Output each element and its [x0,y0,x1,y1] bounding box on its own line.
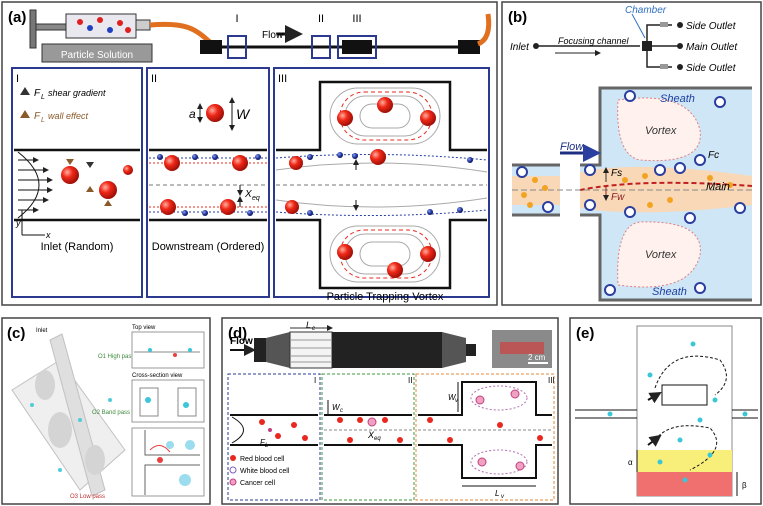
legend-ctc: Cancer cell [240,480,275,487]
panel-c: (c) Inlet O1 High pass O2 Band pass O3 L… [1,317,211,505]
panel-b: (b) Chamber Inlet Focusing channel Side … [501,1,762,306]
dim-w: W [236,106,251,122]
panel-a-label: (a) [8,9,26,26]
side-outlet-bottom: Side Outlet [686,63,737,74]
roman-d3: III [548,376,555,385]
flow-label-d: Flow [230,336,253,347]
sheath-bottom: Sheath [652,286,687,298]
roman-d2: II [408,376,412,385]
lv-sub: v [501,494,505,500]
top-view-label: Top view [132,325,156,331]
subpanel-d1 [227,373,321,501]
syringe-pump-icon [29,9,214,63]
axis-y: y [15,218,21,228]
subpanel-vortex [273,67,490,298]
flow-label-a: Flow [262,30,284,41]
subpanel-d3 [415,373,555,501]
lc-label: L [306,320,311,330]
legend-fl-sub-1: L [41,94,45,101]
chip-schematic [533,13,683,70]
o2-label: O2 Band pass [92,410,130,416]
fc-label: Fc [708,150,719,161]
syringe-label: Particle Solution [61,50,133,61]
chamber-label: Chamber [625,5,667,16]
roman-1-sub: I [16,73,19,85]
chip-3d [11,333,126,497]
legend-shear: shear gradient [48,88,106,98]
focusing-channel-label: Focusing channel [558,36,630,46]
legend-fl-sub-2: L [41,117,45,124]
caption-vortex: Particle Trapping Vortex [327,291,444,303]
fw-label: Fw [611,192,625,203]
xeq-d: X [367,430,375,440]
caption-inlet: Inlet (Random) [41,241,114,253]
xeq-d-sub: eq [374,436,381,442]
legend-wall: wall effect [48,111,89,121]
vortex-zoom [512,86,753,302]
legend-rbc: Red blood cell [240,456,285,463]
lc-sub: c [312,326,315,332]
fl-d-sub: L [265,443,268,449]
panel-d: (d) Flow L c 2 cm [221,317,559,505]
caption-downstream: Downstream (Ordered) [152,241,264,253]
vortex-bottom: Vortex [645,249,677,261]
axis-x: x [45,230,51,240]
roman-2-sub: II [151,73,157,85]
subpanel-d2 [321,373,415,501]
roman-3-sub: III [278,73,287,85]
legend-wbc: White blood cell [240,468,290,475]
cross-section-label: Cross-section view [132,373,183,379]
panel-e-label: (e) [576,325,594,342]
subpanel-downstream [146,67,270,298]
panel-c-label: (c) [7,325,25,342]
alpha-label: α [628,458,633,467]
panel-d-label: (d) [228,325,247,342]
o3-label: O3 Low pass [70,494,105,500]
inlet-label-c: Inlet [36,328,48,334]
roman-1-top: I [235,13,238,25]
flow-label-b: Flow [560,141,584,153]
flow-detail [131,427,205,497]
wv-sub: v [455,398,459,404]
main-outlet: Main Outlet [686,42,738,53]
chip-line [200,13,492,59]
wc-label: W [332,403,341,412]
vortex-cavity [575,325,758,497]
sheath-top: Sheath [660,93,695,105]
chip-overview [230,325,476,369]
roman-3-top: III [352,13,361,25]
fl-d: F [260,438,266,447]
roman-d1: I [314,376,316,385]
main-label: Main [706,181,730,193]
wc-sub: c [340,408,343,414]
chip-photo [492,330,552,368]
subpanel-inlet [11,67,143,298]
wv-label: W [448,393,457,402]
dim-xeq-sub: eq [252,195,260,202]
scale-bar-label: 2 cm [528,353,546,362]
panel-e: (e) α β [569,317,762,505]
o1-label: O1 High pass [98,354,134,360]
fs-label: Fs [611,168,622,179]
panel-b-label: (b) [508,9,527,26]
inlet-label-b: Inlet [510,42,530,53]
legend-fl-symbol-2: F [34,111,41,122]
side-outlet-top: Side Outlet [686,21,737,32]
top-view [131,331,205,369]
legend-fl-symbol-1: F [34,88,41,99]
dim-xeq: X [244,189,252,200]
lv-label: L [495,489,499,498]
roman-2-top: II [318,13,324,25]
panel-a: (a) Particle Solution Flow I [1,1,498,306]
beta-label: β [742,481,747,490]
cross-section-view [131,379,205,423]
dim-a: a [189,107,196,121]
vortex-top: Vortex [645,125,677,137]
